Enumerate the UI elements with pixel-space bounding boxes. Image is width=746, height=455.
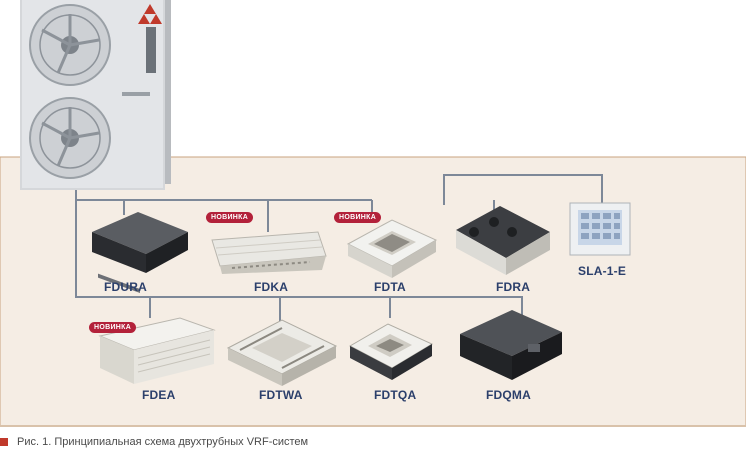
new-badge-fdea: НОВИНКА — [89, 322, 137, 333]
compact-cassette-icon — [346, 219, 438, 278]
unit-label-fdura: FDURA — [104, 280, 147, 294]
wall-mounted-unit-icon — [211, 231, 327, 274]
remote-controller-icon — [569, 202, 631, 256]
two-way-cassette-icon — [226, 319, 338, 386]
unit-label-sla: SLA-1-E — [578, 264, 627, 278]
ceiling-duct-unit-icon — [456, 206, 550, 275]
unit-label-fdra: FDRA — [496, 280, 531, 294]
ducted-unit-icon — [92, 212, 188, 293]
caption-marker — [0, 438, 8, 446]
unit-label-fdqma: FDQMA — [486, 388, 531, 402]
caption-text: Рис. 1. Принципиальная схема двухтрубных… — [17, 436, 309, 448]
new-badge-fdta: НОВИНКА — [334, 212, 382, 223]
unit-label-fdtwa: FDTWA — [259, 388, 303, 402]
four-way-cassette-icon — [348, 323, 434, 380]
diagram-panel-bottom-border — [0, 425, 746, 427]
refrigerant-pipes — [75, 174, 603, 322]
unit-label-fdtqa: FDTQA — [374, 388, 417, 402]
unit-label-fdea: FDEA — [142, 388, 176, 402]
ceiling-suspended-unit-icon — [98, 317, 216, 384]
unit-label-fdta: FDTA — [374, 280, 406, 294]
new-badge-fdka: НОВИНКА — [206, 212, 254, 223]
unit-label-fdka: FDKA — [254, 280, 289, 294]
ducted-unit-icon — [460, 310, 562, 380]
figure-caption: Рис. 1. Принципиальная схема двухтрубных… — [0, 436, 308, 448]
outdoor-unit-icon — [20, 0, 171, 190]
